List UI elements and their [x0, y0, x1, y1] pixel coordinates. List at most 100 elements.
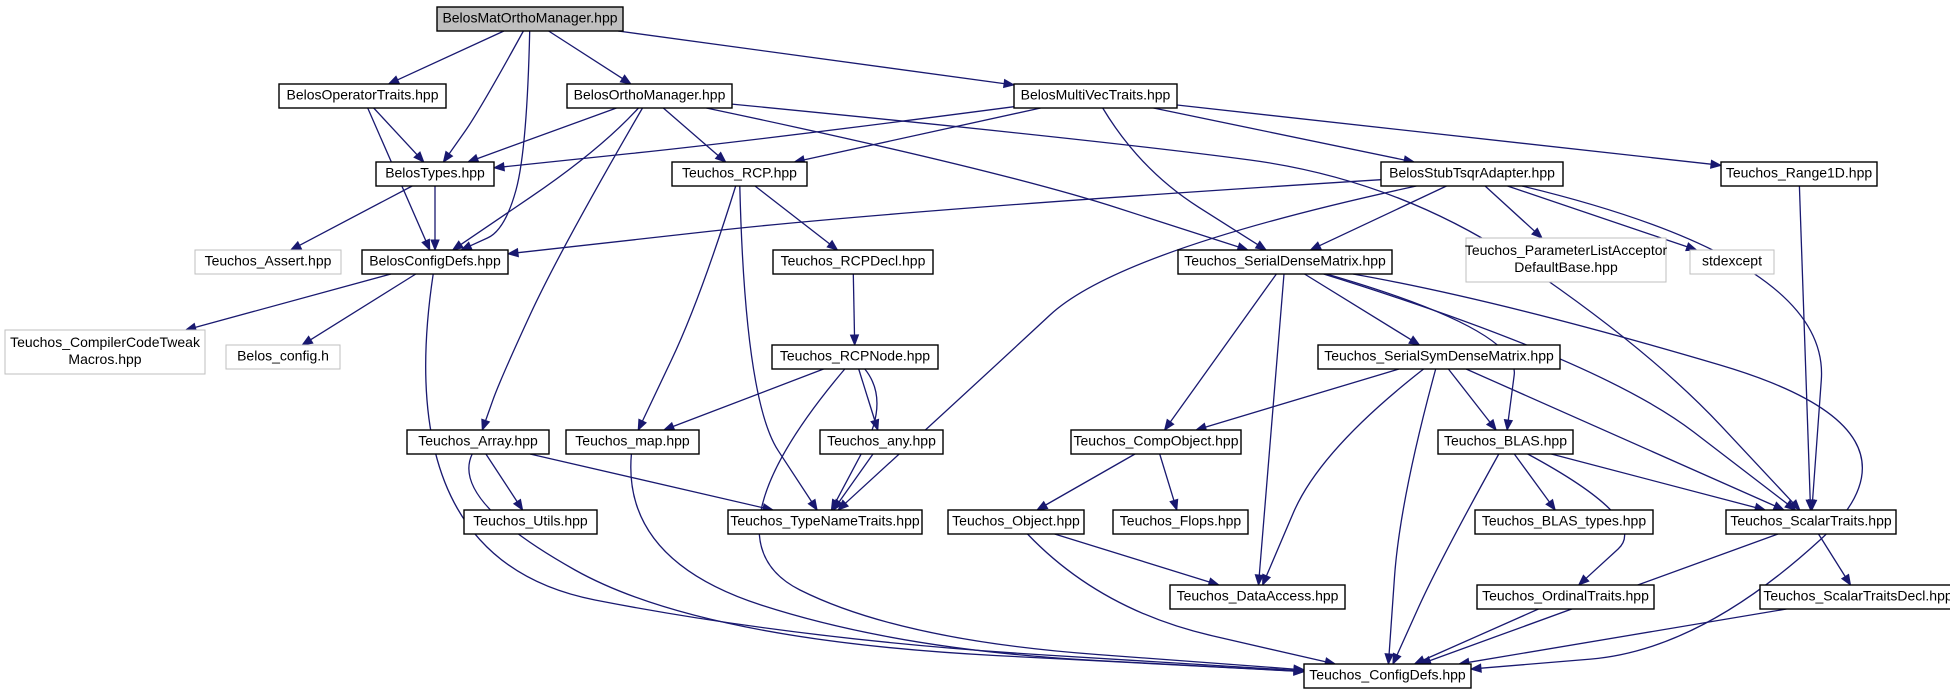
node-label: Teuchos_RCPDecl.hpp	[781, 253, 926, 269]
edge-arrowhead	[506, 247, 519, 258]
node-blas[interactable]: Teuchos_BLAS.hpp	[1437, 429, 1574, 455]
edge-orthomgr-to-types	[466, 107, 617, 163]
node-optraits[interactable]: BelosOperatorTraits.hpp	[278, 83, 447, 109]
node-box	[225, 344, 341, 370]
edge-arrowhead	[1784, 499, 1797, 511]
node-multivec[interactable]: BelosMultiVecTraits.hpp	[1013, 83, 1178, 109]
edge-arrowhead	[1531, 227, 1543, 239]
node-compobject[interactable]: Teuchos_CompObject.hpp	[1070, 429, 1242, 455]
node-typename[interactable]: Teuchos_TypeNameTraits.hpp	[727, 509, 923, 535]
node-box	[1720, 161, 1878, 187]
edge-serialsym-to-blas	[1447, 368, 1497, 432]
node-label: BelosMultiVecTraits.hpp	[1021, 87, 1171, 103]
edge-line	[373, 107, 418, 156]
edge-ordinaltraits-to-teuchosconfigdefs	[1413, 608, 1539, 665]
nodes-layer: BelosMatOrthoManager.hppBelosOperatorTra…	[4, 6, 1950, 689]
edge-arrowhead	[301, 335, 314, 346]
edge-serialdense-to-compobject	[1163, 273, 1277, 432]
node-array[interactable]: Teuchos_Array.hpp	[406, 429, 550, 455]
edge-scalartraitsdecl-to-teuchosconfigdefs	[1457, 608, 1787, 667]
node-label: stdexcept	[1702, 253, 1762, 269]
node-range1d[interactable]: Teuchos_Range1D.hpp	[1720, 161, 1878, 187]
node-box	[1380, 161, 1564, 187]
edge-rcpnode-to-any	[858, 368, 880, 432]
edge-serialdense-to-dataaccess	[1254, 273, 1285, 587]
edge-line	[1484, 185, 1536, 232]
node-box	[819, 429, 944, 455]
edge-arrowhead	[1169, 498, 1179, 512]
edge-arrowhead	[289, 240, 303, 251]
node-scalartraitsdecl[interactable]: Teuchos_ScalarTraitsDecl.hpp	[1759, 584, 1950, 610]
node-object[interactable]: Teuchos_Object.hpp	[947, 509, 1085, 535]
node-root[interactable]: BelosMatOrthoManager.hpp	[436, 6, 624, 32]
node-box	[375, 161, 495, 187]
edge-line	[1102, 107, 1258, 246]
node-map[interactable]: Teuchos_map.hpp	[565, 429, 700, 455]
edge-root-to-multivec	[618, 30, 1016, 89]
node-box	[1474, 509, 1654, 535]
node-rcp[interactable]: Teuchos_RCP.hpp	[671, 161, 808, 187]
edge-orthomgr-to-configdefs	[451, 107, 639, 251]
node-any[interactable]: Teuchos_any.hpp	[819, 429, 944, 455]
edge-arrowhead	[1309, 241, 1323, 251]
node-rcpdecl[interactable]: Teuchos_RCPDecl.hpp	[772, 249, 934, 275]
edge-serialsym-to-dataaccess	[1262, 368, 1425, 587]
edge-arrowhead	[849, 334, 860, 347]
node-flops[interactable]: Teuchos_Flops.hpp	[1112, 509, 1249, 535]
edge-rcp-to-rcpdecl	[754, 185, 839, 251]
edge-range1d-to-scalartraits	[1798, 185, 1815, 512]
edge-arrowhead	[662, 421, 676, 431]
edge-arrowhead	[1469, 663, 1482, 673]
edge-stubtsqr-to-configdefs	[506, 179, 1382, 258]
node-serialsym[interactable]: Teuchos_SerialSymDenseMatrix.hpp	[1317, 344, 1561, 370]
edge-line	[1176, 104, 1712, 165]
node-box	[1437, 429, 1574, 455]
node-label: Teuchos_SerialSymDenseMatrix.hpp	[1324, 348, 1554, 364]
edge-line	[1507, 185, 1688, 248]
edge-line	[397, 30, 505, 81]
node-serialdense[interactable]: Teuchos_SerialDenseMatrix.hpp	[1177, 249, 1393, 275]
node-dataaccess[interactable]: Teuchos_DataAccess.hpp	[1169, 584, 1346, 610]
node-box	[1177, 249, 1393, 275]
node-types[interactable]: BelosTypes.hpp	[375, 161, 495, 187]
node-ordinaltraits[interactable]: Teuchos_OrdinalTraits.hpp	[1476, 584, 1655, 610]
node-box	[771, 344, 939, 370]
edge-line	[548, 30, 623, 80]
node-orthomgr[interactable]: BelosOrthoManager.hpp	[566, 83, 733, 109]
edge-line	[1054, 533, 1210, 583]
node-box	[1303, 663, 1472, 689]
node-box	[436, 6, 624, 32]
edge-types-to-configdefs	[430, 186, 440, 252]
edge-line	[477, 107, 617, 160]
edge-map-to-teuchosconfigdefs	[630, 453, 1306, 676]
node-blastypes[interactable]: Teuchos_BLAS_types.hpp	[1474, 509, 1654, 535]
edge-arrowhead	[1262, 573, 1272, 587]
node-label: Teuchos_ScalarTraitsDecl.hpp	[1763, 588, 1950, 604]
node-scalartraits[interactable]: Teuchos_ScalarTraits.hpp	[1725, 509, 1897, 535]
node-label: Teuchos_Object.hpp	[952, 513, 1080, 529]
node-utils[interactable]: Teuchos_Utils.hpp	[463, 509, 598, 535]
edge-stubtsqr-to-plistacceptor	[1484, 185, 1543, 239]
node-teuchosconfigdefs[interactable]: Teuchos_ConfigDefs.hpp	[1303, 663, 1472, 689]
edge-rcpnode-to-map	[662, 368, 824, 431]
node-label: BelosTypes.hpp	[385, 165, 485, 181]
node-rcpnode[interactable]: Teuchos_RCPNode.hpp	[771, 344, 939, 370]
node-label: Teuchos_Range1D.hpp	[1726, 165, 1873, 181]
edge-configdefs-to-belosconfig	[301, 273, 417, 346]
edge-serialdense-to-teuchosconfigdefs	[1352, 273, 1863, 673]
edge-array-to-typename	[529, 453, 775, 513]
edge-line	[1352, 273, 1863, 669]
edge-line	[803, 107, 1041, 161]
edge-arrowhead	[1254, 240, 1268, 251]
edge-line	[858, 368, 876, 421]
node-label: Teuchos_ConfigDefs.hpp	[1309, 667, 1466, 683]
edge-line	[618, 30, 1005, 85]
node-stubtsqr[interactable]: BelosStubTsqrAdapter.hpp	[1380, 161, 1564, 187]
edge-line	[503, 106, 1015, 168]
edge-line	[838, 453, 874, 503]
edge-line	[470, 30, 531, 247]
node-configdefs[interactable]: BelosConfigDefs.hpp	[361, 249, 509, 275]
edge-line	[1447, 368, 1491, 423]
node-label: Teuchos_Utils.hpp	[473, 513, 588, 529]
